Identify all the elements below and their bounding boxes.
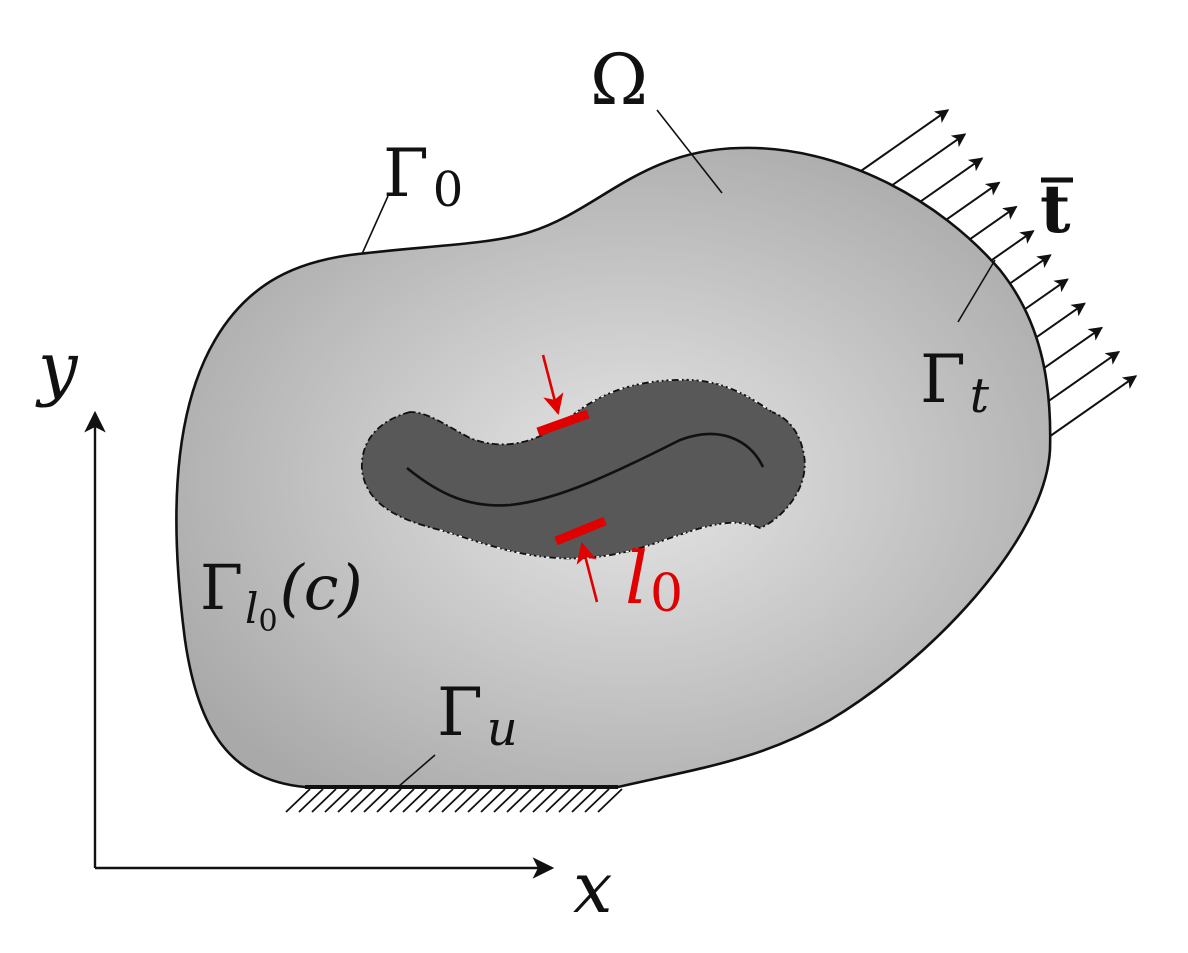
crack-centerline xyxy=(406,432,765,507)
hatch-line xyxy=(558,788,584,813)
label-gamma-0: Γ0 xyxy=(383,135,463,218)
hatch-line xyxy=(441,788,467,813)
hatch-line xyxy=(311,788,337,813)
hatch-line xyxy=(402,788,428,813)
width-arrow-top xyxy=(541,354,564,416)
width-marker-top xyxy=(536,409,590,437)
label-gamma-t: Γt xyxy=(920,341,990,424)
label-omega: Ω xyxy=(590,39,648,121)
hatch-line xyxy=(597,788,623,813)
fixed-support-hatch xyxy=(285,785,623,813)
hatch-line xyxy=(298,788,324,813)
hatch-line xyxy=(532,788,558,813)
leader-gamma-u xyxy=(397,754,436,788)
label-l0: l0 xyxy=(625,536,683,624)
label-axis-x: x xyxy=(573,847,612,929)
hatch-line xyxy=(376,788,402,813)
hatch-line xyxy=(324,788,350,813)
hatch-line xyxy=(337,788,363,813)
hatch-line xyxy=(467,788,493,813)
leader-gamma-0 xyxy=(361,195,389,255)
hatch-line xyxy=(571,788,597,813)
hatch-line xyxy=(415,788,441,813)
leader-omega xyxy=(656,109,723,194)
hatch-line xyxy=(480,788,506,813)
hatch-line xyxy=(285,788,311,813)
hatch-line xyxy=(350,788,376,813)
label-gamma-u: Γu xyxy=(437,674,518,757)
hatch-line xyxy=(584,788,610,813)
hatch-line xyxy=(363,788,389,813)
hatch-line xyxy=(428,788,454,813)
label-axis-y: y xyxy=(35,327,79,409)
width-marker-bottom xyxy=(554,516,607,546)
hatch-line xyxy=(506,788,532,813)
hatch-line xyxy=(454,788,480,813)
hatch-line xyxy=(493,788,519,813)
hatch-line xyxy=(545,788,571,813)
traction-arrow xyxy=(847,109,950,181)
hatch-line xyxy=(519,788,545,813)
hatch-line xyxy=(389,788,415,813)
svg-text:t: t xyxy=(1040,170,1071,248)
width-arrow-bottom xyxy=(576,541,599,603)
label-traction-t-bar: t xyxy=(1040,170,1073,248)
label-gamma-l0-c: Γl0(c) xyxy=(200,551,363,639)
leader-gamma-t xyxy=(957,259,996,323)
traction-arrow xyxy=(1035,375,1138,447)
